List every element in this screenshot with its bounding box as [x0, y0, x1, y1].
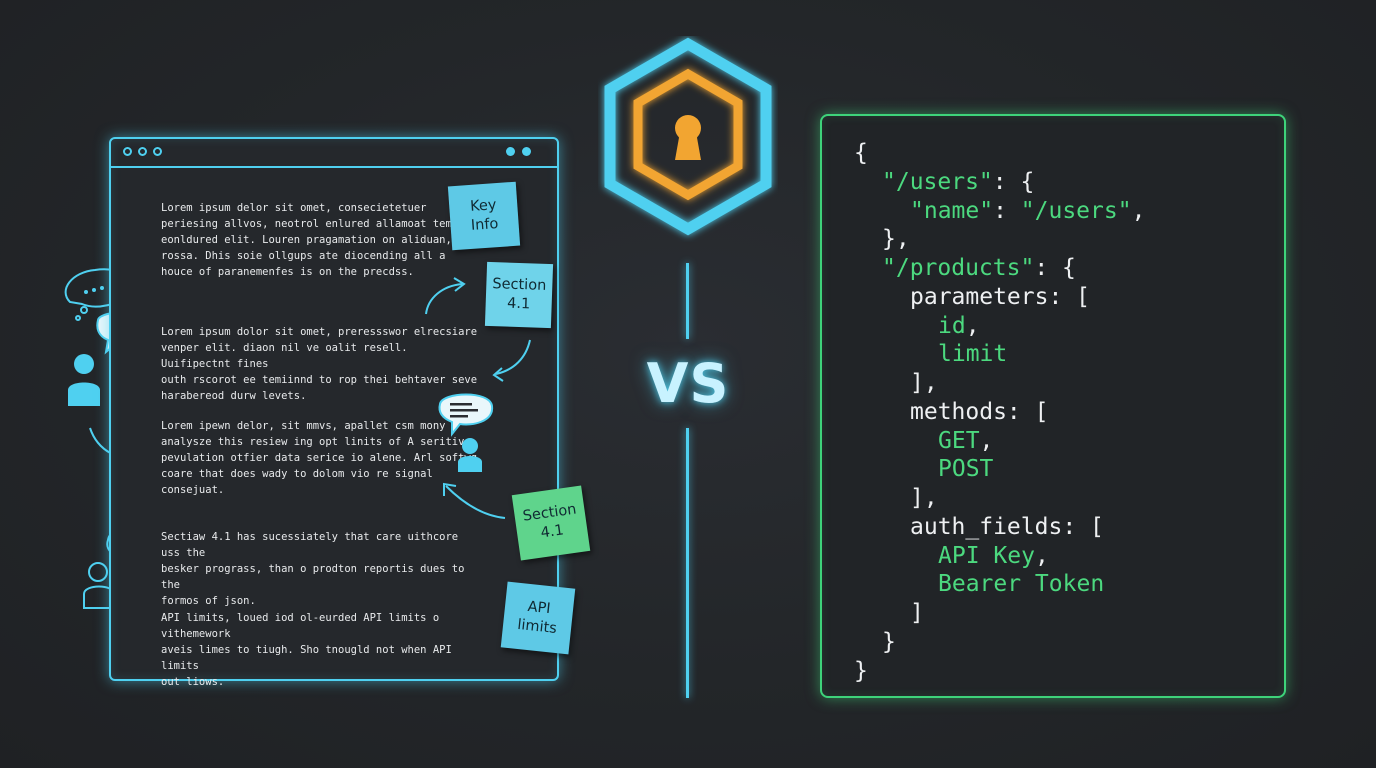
window-control-dot[interactable]	[153, 147, 162, 156]
code-token-value: GET	[938, 427, 980, 454]
code-line: },	[882, 225, 910, 253]
code-token-value: Bearer Token	[938, 571, 1105, 598]
code-line: GET,	[938, 427, 993, 455]
window-status-dot	[522, 147, 531, 156]
document-paragraph: Lorem ipsum delor sit omet, consecietetu…	[161, 202, 471, 278]
code-token-value: "/products"	[882, 255, 1035, 281]
annotation-arrows-graphic	[425, 277, 531, 519]
vs-label: VS	[646, 352, 730, 415]
code-token-punct: {	[854, 140, 868, 166]
code-token-punct: ,	[1034, 542, 1049, 569]
code-token-punct: : {	[992, 168, 1035, 195]
person-icon	[68, 354, 100, 406]
window-control-dot[interactable]	[123, 147, 132, 156]
document-paragraph: Lorem ipewn delor, sit mmvs, apallet csm…	[161, 420, 478, 496]
code-line: "/users": {	[882, 168, 1034, 196]
code-line: limit	[938, 340, 1007, 368]
json-code-panel: {"/users": {"name": "/users",},"/product…	[820, 114, 1286, 698]
code-token-punct: auth_fields: [	[910, 513, 1104, 540]
document-paragraph: Sectiaw 4.1 has sucessiately that care u…	[161, 531, 465, 607]
code-token-value: limit	[938, 341, 1008, 368]
code-token-value: "/users"	[882, 168, 993, 195]
code-token-value: POST	[938, 456, 994, 483]
person-icon	[458, 438, 482, 472]
curved-arrow-icon	[425, 283, 463, 315]
code-token-punct: : {	[1034, 255, 1076, 281]
code-token-value: "name"	[910, 197, 994, 224]
code-token-punct: }	[882, 628, 896, 655]
code-line: "name": "/users",	[910, 197, 1145, 225]
sticky-note-section-green: Section 4.1	[511, 485, 591, 561]
code-line: methods: [	[910, 398, 1048, 426]
sticky-note-section: Section 4.1	[484, 261, 554, 329]
window-status-dot	[506, 147, 515, 156]
lock-hexagon-graphic	[604, 37, 772, 236]
divider-top	[686, 263, 689, 339]
code-token-value: id	[938, 312, 966, 339]
code-line: auth_fields: [	[910, 513, 1104, 541]
code-token-punct: parameters: [	[910, 283, 1091, 310]
code-token-punct: ]	[910, 600, 924, 626]
speech-bubble-icon	[438, 393, 494, 437]
code-token-punct: ],	[910, 485, 938, 511]
code-token-value: "/users"	[1020, 197, 1132, 224]
code-line: id,	[938, 312, 980, 340]
code-token-punct: }	[854, 657, 868, 684]
code-token-value: API Key	[938, 542, 1035, 569]
sticky-note-api-limits: API limits	[500, 581, 576, 655]
code-token-punct: ,	[979, 427, 994, 454]
sticky-note-key-info: Key Info	[447, 181, 521, 251]
code-token-punct: methods: [	[910, 398, 1049, 425]
code-token-punct: ],	[910, 370, 938, 396]
keyhole-lock-icon	[675, 115, 701, 160]
code-token-punct: ,	[965, 312, 980, 339]
code-line: }	[882, 628, 896, 656]
code-line: }	[854, 657, 868, 685]
curved-arrow-icon	[445, 485, 506, 519]
code-line: parameters: [	[910, 283, 1090, 311]
code-token-punct: ,	[1131, 197, 1146, 224]
code-line: Bearer Token	[938, 570, 1104, 598]
window-control-dot[interactable]	[138, 147, 147, 156]
divider-bottom	[686, 428, 689, 698]
code-line: ]	[910, 599, 924, 627]
code-token-punct: :	[993, 197, 1021, 224]
code-line: ],	[910, 484, 938, 512]
code-token-punct: },	[882, 226, 910, 253]
curved-arrow-icon	[495, 339, 531, 375]
code-line: "/products": {	[882, 254, 1076, 282]
code-line: {	[854, 139, 868, 167]
code-line: API Key,	[938, 542, 1049, 570]
code-line: ],	[910, 369, 938, 397]
document-paragraph: API limits, loued iod ol-eurded API limi…	[161, 612, 452, 688]
document-paragraph: Lorem ipsum dolor sit omet, preressswor …	[161, 326, 478, 402]
code-line: POST	[938, 455, 993, 483]
window-titlebar	[111, 139, 557, 168]
